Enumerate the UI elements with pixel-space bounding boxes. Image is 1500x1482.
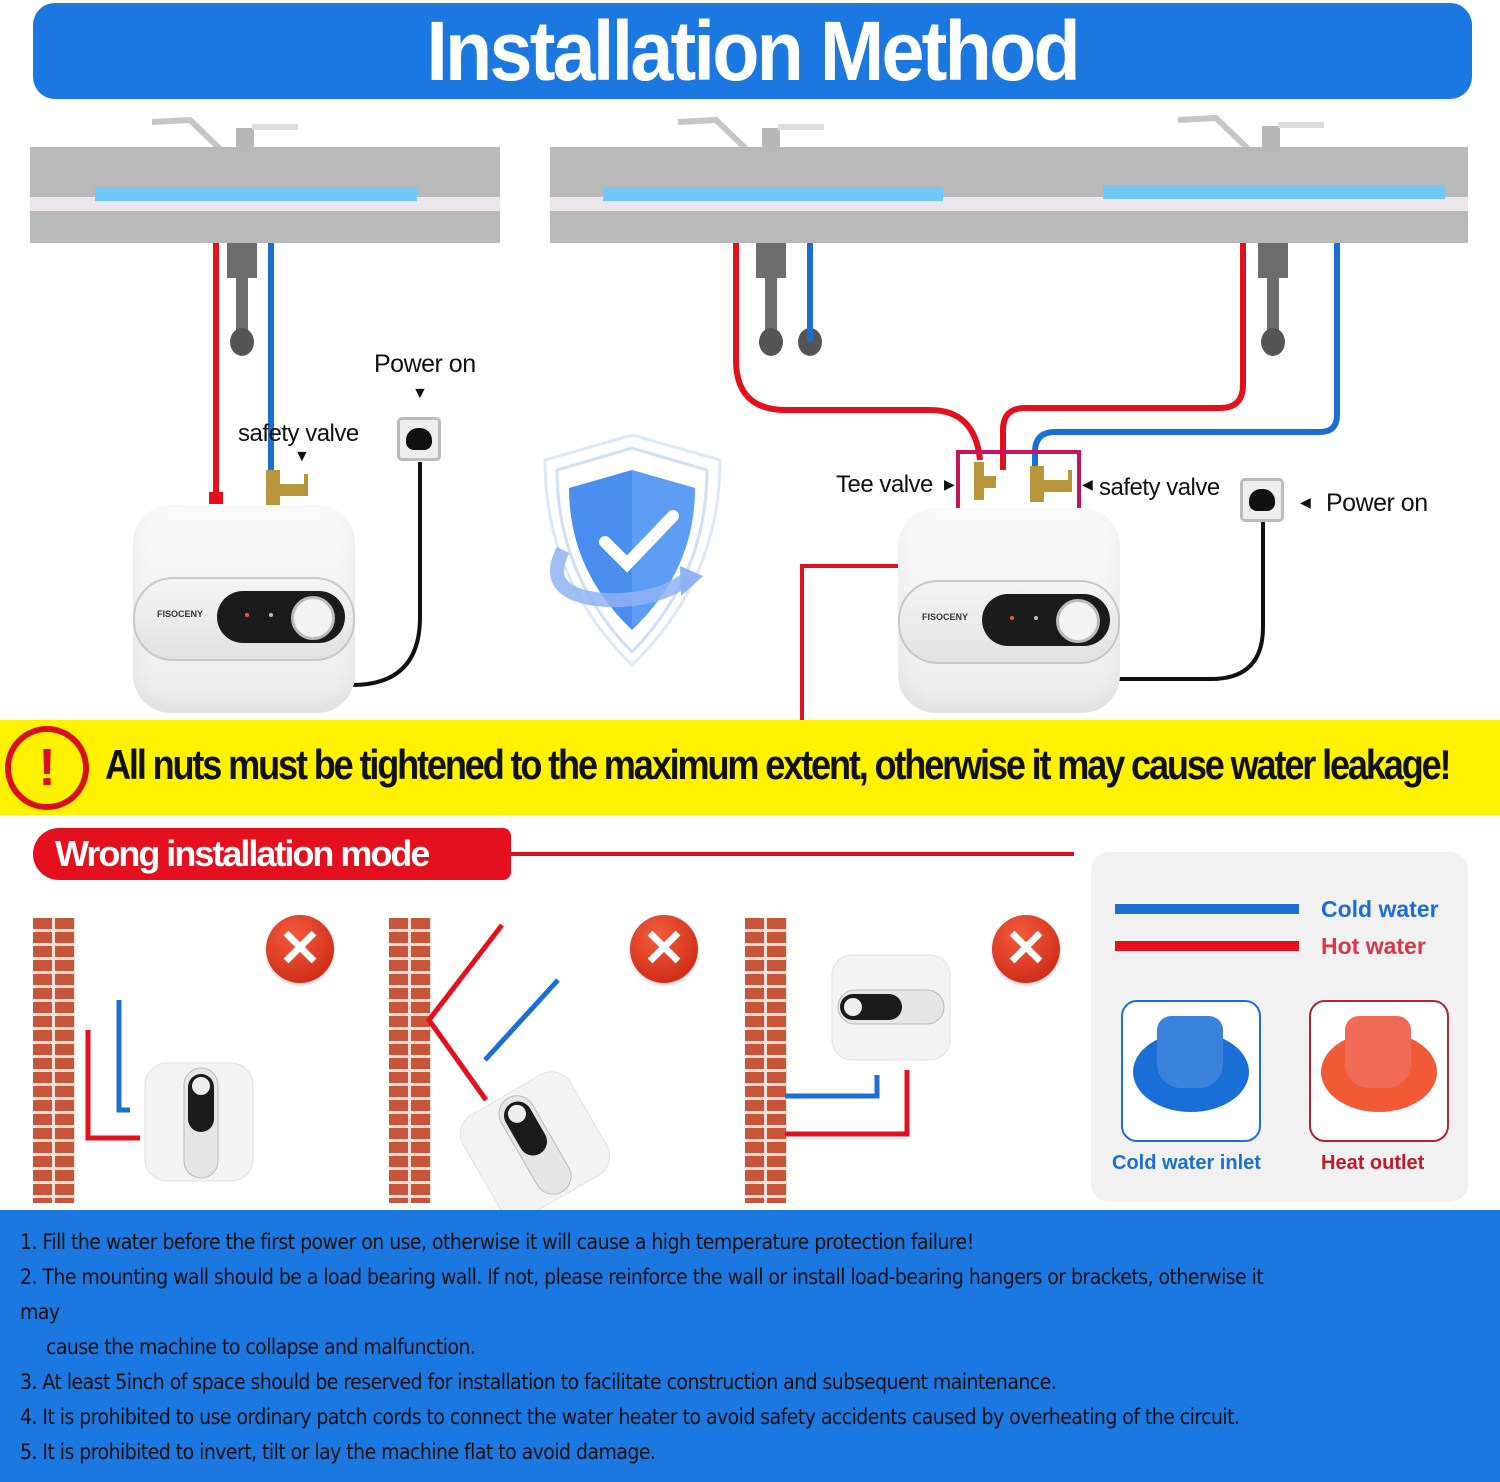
- wrong-x-icon: ✕: [630, 915, 698, 983]
- arrow-left-icon: ◀: [1082, 476, 1093, 492]
- cold-pipe-b: [1032, 243, 1340, 470]
- power-on-label-left: Power on: [374, 350, 476, 378]
- safety-valve-label-right: safety valve: [1099, 474, 1220, 501]
- warning-bar: [0, 720, 1500, 815]
- tee-valve: [974, 462, 996, 500]
- brick-wall: [33, 918, 75, 1203]
- drain-pipes: [227, 243, 1288, 356]
- safety-valve-right: [1030, 466, 1072, 502]
- brick-wall: [745, 918, 787, 1203]
- power-cord-left: [351, 462, 422, 687]
- brick-wall: [389, 918, 431, 1203]
- heat-outlet-label: Heat outlet: [1321, 1152, 1425, 1174]
- note-item: 5. It is prohibited to invert, tilt or l…: [20, 1440, 656, 1464]
- note-item: cause the machine to collapse and malfun…: [46, 1335, 476, 1359]
- note-item: 3. At least 5inch of space should be res…: [20, 1370, 1057, 1394]
- wrong-x-icon: ✕: [992, 915, 1060, 983]
- water-heater-right: FISOCENY: [898, 508, 1120, 713]
- safety-valve-label-left: safety valve: [238, 420, 359, 447]
- note-item: 2. The mounting wall should be a load be…: [20, 1265, 1264, 1289]
- notes-panel: 1. Fill the water before the first power…: [0, 1210, 1500, 1482]
- note-item: 4. It is prohibited to use ordinary patc…: [20, 1405, 1240, 1429]
- page-title: Installation Method: [426, 3, 1081, 98]
- note-item: may: [20, 1300, 60, 1324]
- cold-inlet-label: Cold water inlet: [1112, 1152, 1261, 1174]
- hot-pipe-b: [1000, 243, 1246, 470]
- heater-brand: FISOCENY: [922, 612, 969, 622]
- arrow-left-icon: ◀: [1300, 494, 1311, 510]
- arrow-right-icon: ▶: [944, 476, 955, 492]
- cold-water-label: Cold water: [1321, 896, 1439, 922]
- red-cap-icon: [1345, 1016, 1411, 1088]
- tee-valve-label: Tee valve: [836, 471, 933, 498]
- warning-text: All nuts must be tightened to the maximu…: [105, 741, 1452, 788]
- hot-water-label: Hot water: [1321, 933, 1426, 959]
- countertop-right: [550, 147, 1468, 243]
- legend-panel: Cold water Hot water Cold water inlet He…: [1091, 852, 1468, 1202]
- cold-inlet-cap-box: [1121, 1000, 1261, 1142]
- safety-valve-left: [266, 470, 308, 506]
- hot-pipe-a: [733, 243, 983, 461]
- power-socket-left: [397, 417, 441, 461]
- hot-water-line: [1115, 941, 1299, 951]
- countertop-left: [30, 147, 500, 243]
- wrong-x-icon: ✕: [266, 915, 334, 983]
- heat-outlet-cap-box: [1309, 1000, 1449, 1142]
- power-socket-right: [1240, 478, 1284, 522]
- arrow-down-icon: ▼: [294, 448, 310, 465]
- heater-brand: FISOCENY: [157, 609, 204, 619]
- shield-check-icon: [543, 433, 722, 668]
- divider-line: [511, 852, 1074, 856]
- wrong-installation-badge: Wrong installation mode: [33, 828, 511, 880]
- power-on-label-right: Power on: [1326, 489, 1428, 517]
- temperature-knob: [1056, 599, 1100, 643]
- temperature-knob: [291, 596, 335, 640]
- power-cord-right: [1116, 522, 1265, 681]
- water-heater-left: FISOCENY: [133, 505, 355, 713]
- cold-water-line: [1115, 904, 1299, 914]
- title-banner: Installation Method: [33, 3, 1472, 99]
- note-item: 1. Fill the water before the first power…: [20, 1230, 974, 1254]
- wrong-mode-diagrams: [85, 923, 951, 1210]
- wrong-installation-title: Wrong installation mode: [55, 833, 430, 874]
- arrow-down-icon: ▼: [412, 385, 428, 402]
- exclamation-icon: !: [5, 726, 89, 810]
- blue-cap-icon: [1157, 1016, 1223, 1088]
